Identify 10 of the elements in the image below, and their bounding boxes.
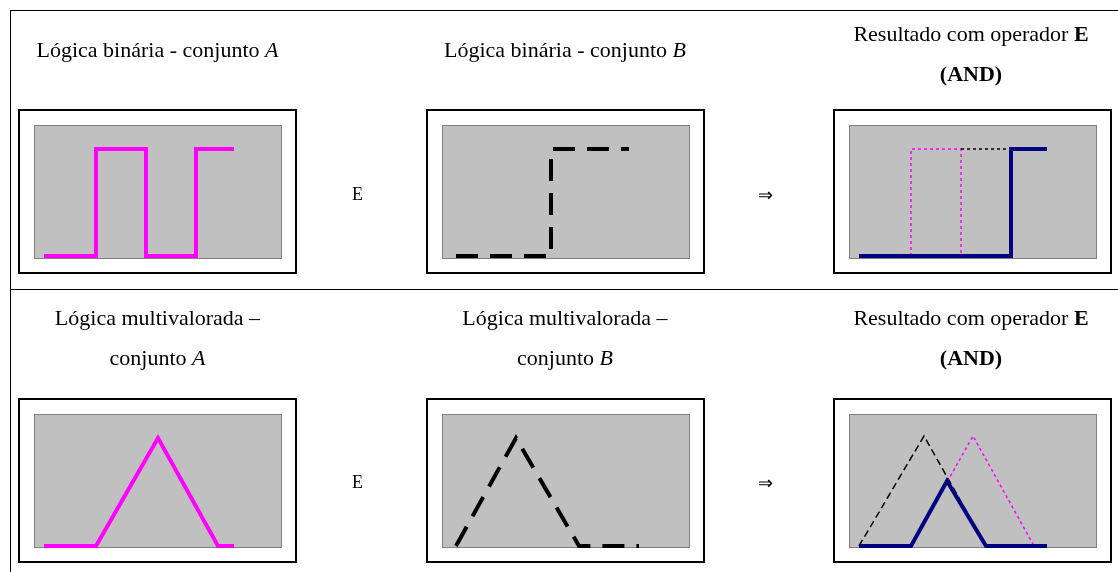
implies-symbol: ⇒ <box>758 472 773 494</box>
operator-symbol: E <box>352 184 363 205</box>
column-heading: Resultado com operador E (AND) <box>852 20 1090 88</box>
column-heading: Lógica multivalorada – conjunto B <box>461 304 669 372</box>
column-heading: Lógica binária - conjunto A <box>35 36 280 64</box>
implies-symbol: ⇒ <box>758 184 773 206</box>
column-heading: Lógica binária - conjunto B <box>443 36 687 64</box>
operator-symbol: E <box>352 472 363 493</box>
column-heading: Resultado com operador E (AND) <box>852 304 1090 372</box>
column-heading: Lógica multivalorada – conjunto A <box>53 304 262 372</box>
